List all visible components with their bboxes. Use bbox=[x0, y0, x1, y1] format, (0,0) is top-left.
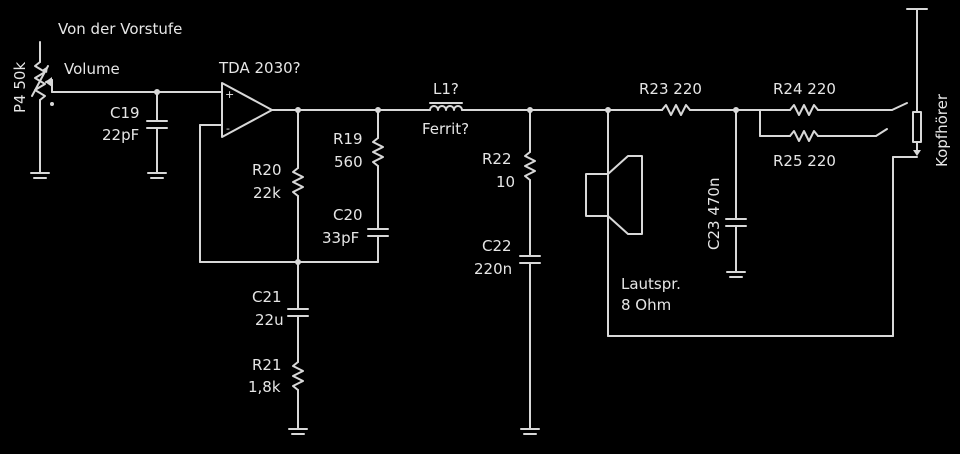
label-amp-minus: - bbox=[226, 122, 230, 135]
label-c21-value: 22u bbox=[255, 311, 284, 329]
label-l1-name: L1? bbox=[433, 80, 459, 98]
label-c22-value: 220n bbox=[474, 260, 512, 278]
capacitor-c22 bbox=[519, 255, 541, 435]
label-c20-value: 33pF bbox=[322, 229, 359, 247]
label-amp-plus: + bbox=[225, 88, 234, 101]
label-c20-name: C20 bbox=[333, 206, 363, 224]
label-c19-value: 22pF bbox=[102, 126, 139, 144]
label-amp: TDA 2030? bbox=[218, 59, 301, 77]
capacitor-c23 bbox=[725, 107, 747, 278]
label-p4: P4 50k bbox=[11, 62, 29, 113]
capacitor-c20 bbox=[367, 228, 389, 263]
label-r19-value: 560 bbox=[334, 153, 363, 171]
resistor-r23 bbox=[661, 104, 761, 116]
amplifier-tda2030 bbox=[199, 82, 379, 263]
label-r24: R24 220 bbox=[773, 80, 836, 98]
resistor-r21 bbox=[288, 361, 308, 435]
resistor-r22 bbox=[524, 107, 536, 257]
label-r19-name: R19 bbox=[333, 130, 363, 148]
label-speaker-1: Lautspr. bbox=[621, 275, 681, 293]
label-c22-name: C22 bbox=[482, 237, 512, 255]
resistor-r25 bbox=[759, 109, 888, 142]
label-c19-name: C19 bbox=[110, 104, 140, 122]
resistor-r19 bbox=[372, 107, 384, 230]
label-r20-name: R20 bbox=[252, 161, 282, 179]
inductor-l1 bbox=[377, 102, 663, 111]
resistor-r24 bbox=[759, 102, 908, 116]
speaker bbox=[585, 107, 894, 337]
resistor-r20 bbox=[292, 107, 304, 265]
ground-p4 bbox=[30, 172, 50, 179]
label-input: Von der Vorstufe bbox=[58, 20, 182, 38]
label-r22-name: R22 bbox=[482, 150, 512, 168]
label-r25: R25 220 bbox=[773, 152, 836, 170]
label-jack: Kopfhörer bbox=[933, 93, 951, 167]
label-r20-value: 22k bbox=[253, 184, 281, 202]
label-volume: Volume bbox=[64, 60, 120, 78]
label-c21-name: C21 bbox=[252, 288, 282, 306]
label-speaker-2: 8 Ohm bbox=[621, 296, 671, 314]
label-r21-value: 1,8k bbox=[248, 378, 281, 396]
potentiometer-p4 bbox=[31, 43, 223, 173]
capacitor-c19 bbox=[146, 89, 168, 179]
label-r21-name: R21 bbox=[252, 356, 282, 374]
label-r23: R23 220 bbox=[639, 80, 702, 98]
label-r22-value: 10 bbox=[496, 173, 515, 191]
headphone-jack bbox=[892, 8, 928, 337]
label-l1-value: Ferrit? bbox=[422, 120, 469, 138]
label-c23: C23 470n bbox=[705, 178, 723, 250]
capacitor-c21 bbox=[287, 261, 309, 363]
